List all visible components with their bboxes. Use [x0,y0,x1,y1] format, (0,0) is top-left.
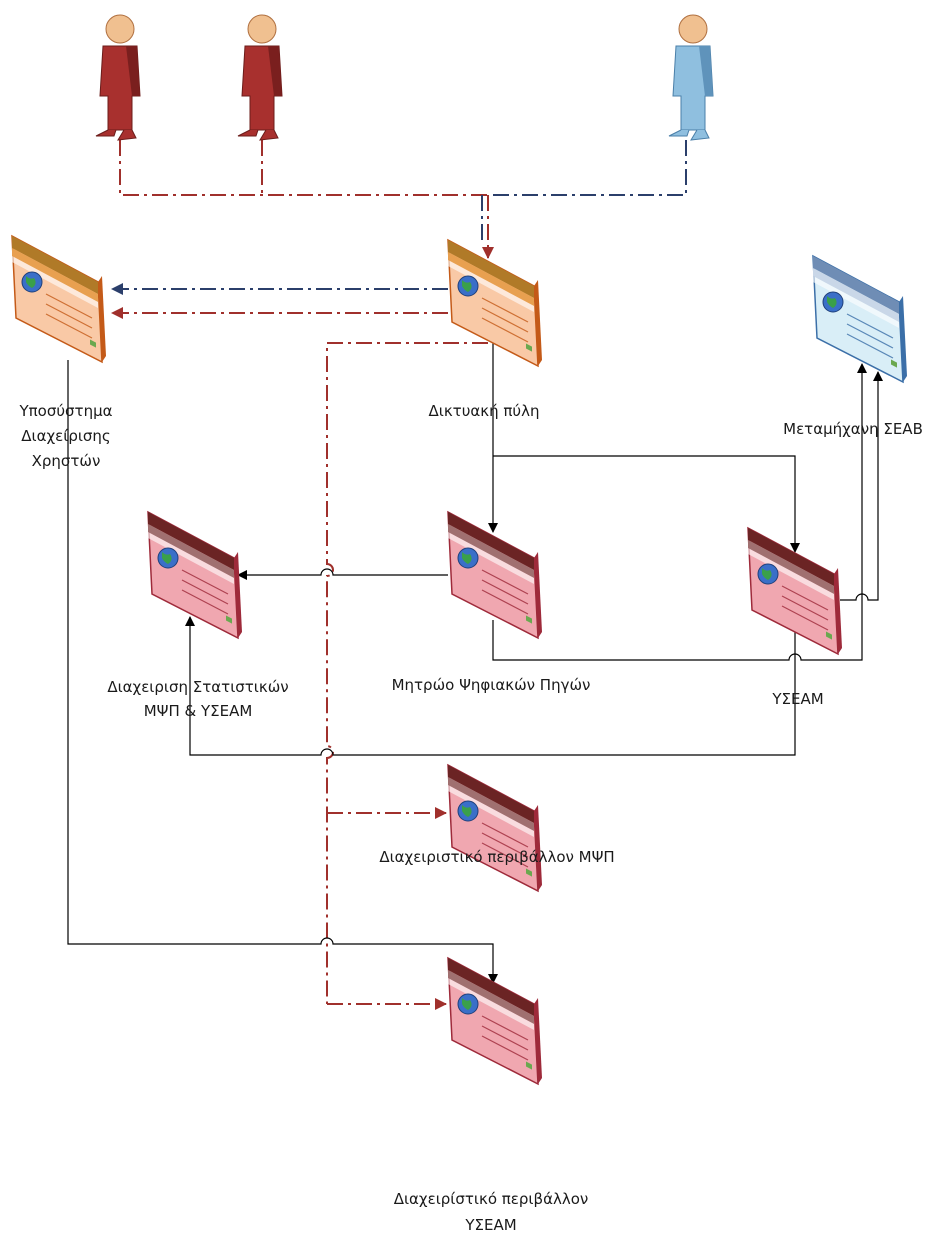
label-admin-yseam: ΥΣΕΑΜ [464,1216,516,1234]
label-portal: Δικτυακή πύλη [429,402,540,420]
globe-icon [822,291,844,313]
actors [95,14,714,141]
globe-icon [21,271,43,293]
label-metasearch: Μεταμήχανη ΣΕΑΒ [783,420,923,438]
webpage-icon [747,526,842,656]
connectors [67,140,883,1010]
globe-icon [157,547,179,569]
webpage-icon [812,254,907,384]
edge-usermgmt-admin-yseam [67,360,498,984]
webpage-icon [11,234,106,364]
edge-admin-portal [488,140,687,196]
labels: Υποσύστημα Διαχείρισης Χρηστών Δικτυακή … [18,402,922,1234]
label-yseam: ΥΣΕΑΜ [771,690,823,708]
label-admin-yseam: Διαχειρίστικό περιβάλλον [394,1190,589,1208]
nodes [11,234,907,1086]
label-admin-mpsp: Διαχειριστικό περιβάλλον ΜΨΠ [379,848,614,866]
label-stats: ΜΨΠ & ΥΣΕΑΜ [144,702,253,720]
edge-user1-portal [119,140,488,196]
globe-icon [457,275,479,297]
user-icon [95,14,141,141]
label-user-mgmt: Χρηστών [32,452,101,470]
admin-user-icon [668,14,714,141]
edge-portal-yseam [493,455,800,553]
edge-yseam-stats [185,616,796,756]
webpage-icon [147,510,242,640]
label-user-mgmt: Διαχείρισης [21,427,111,445]
label-stats: Διαχειριση Στατιστικών [107,678,288,696]
label-registry: Μητρώο Ψηφιακών Πηγών [392,676,591,694]
edge-yseam-metasearch [840,371,883,601]
webpage-icon [447,956,542,1086]
globe-icon [757,563,779,585]
globe-icon [457,800,479,822]
webpage-icon [447,510,542,640]
edge-portal-admin-bus [326,342,488,1004]
user-icon [237,14,283,141]
globe-icon [457,547,479,569]
globe-icon [457,993,479,1015]
webpage-icon [447,238,542,368]
label-user-mgmt: Υποσύστημα [18,402,112,420]
edge-registry-stats [237,568,448,580]
webpage-icon [447,763,542,893]
